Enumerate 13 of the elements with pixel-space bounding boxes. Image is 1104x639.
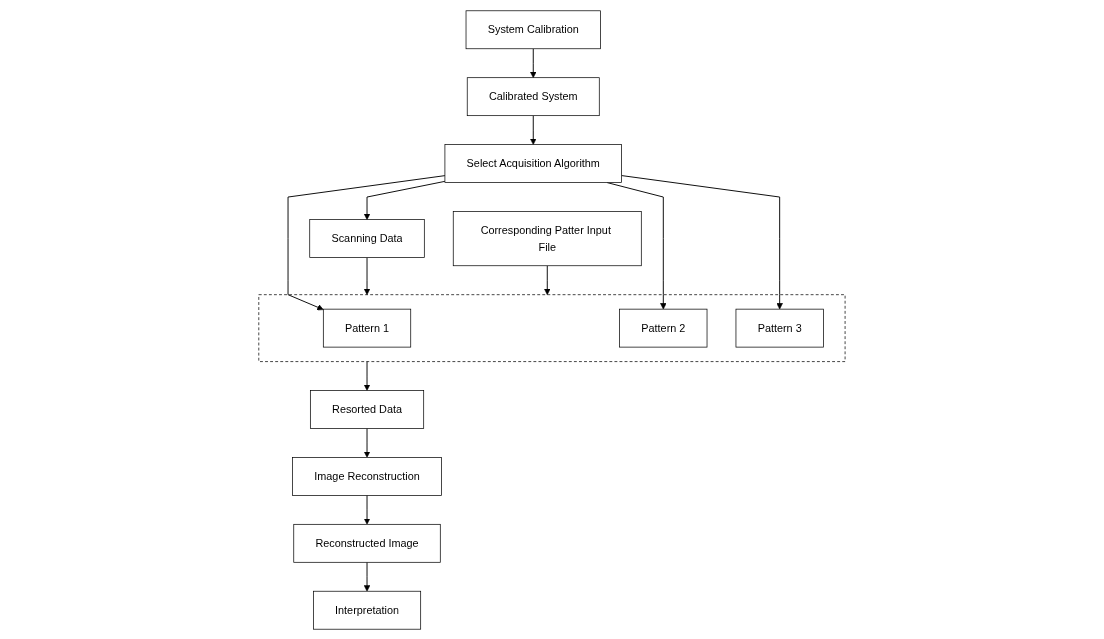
node-box: Pattern 3 xyxy=(735,308,824,347)
node-box: Scanning Data xyxy=(309,218,425,258)
node-box: Interpretation xyxy=(313,590,422,630)
node-box: Image Reconstruction xyxy=(292,456,442,496)
node-box: System Calibration xyxy=(465,9,601,49)
node-box: Select Acquisition Algorithm xyxy=(444,143,622,183)
node-box: Reconstructed Image xyxy=(293,523,441,563)
node-box: Corresponding Patter Input File xyxy=(452,210,642,266)
node-box: Pattern 1 xyxy=(323,308,412,347)
cluster xyxy=(258,293,846,362)
node-box: Resorted Data xyxy=(310,389,425,429)
node-box: Pattern 2 xyxy=(619,308,708,347)
node-box: Calibrated System xyxy=(466,76,600,116)
